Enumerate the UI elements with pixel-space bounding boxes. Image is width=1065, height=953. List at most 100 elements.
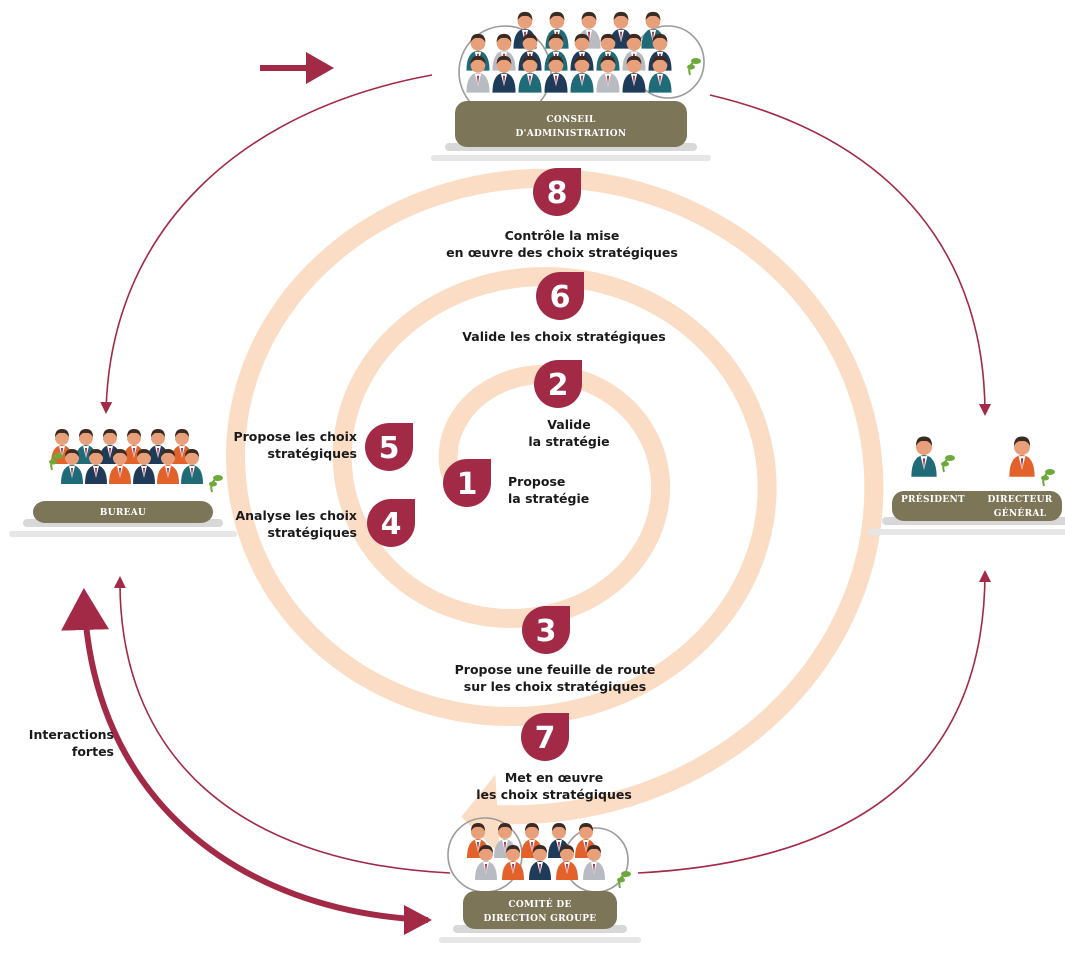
step-number: 4 (381, 507, 402, 542)
comite-label-line1: COMITÉ DE (508, 898, 571, 910)
directeur-figure (1009, 436, 1035, 477)
interactions-line1: Interactions (29, 727, 114, 742)
step-label-line2: la stratégie (508, 491, 589, 506)
step-label-line2: stratégiques (268, 446, 357, 461)
step-label-line2: stratégiques (268, 525, 357, 540)
comite-member (529, 845, 551, 880)
leaf-icon (49, 453, 63, 471)
president-plate (892, 491, 1062, 521)
spiral-arrowhead (461, 774, 501, 855)
bureau-member (61, 449, 83, 484)
conseil-member (544, 55, 568, 93)
arrow-entry-head-tip (306, 52, 334, 84)
conseil-member (648, 55, 672, 93)
group-bureau: BUREAU (9, 429, 237, 537)
conseil-member (577, 11, 601, 49)
comite-member (467, 823, 489, 858)
arrow-comite-to-bureau (113, 576, 451, 874)
group-comite: COMITÉ DE DIRECTION GROUPE (439, 817, 641, 943)
arrow-strong-interactions-head (404, 905, 432, 935)
step-number: 8 (547, 176, 568, 211)
conseil-member (622, 55, 646, 93)
leaf-icon (209, 475, 223, 493)
comite-plate (463, 891, 617, 929)
bureau-plate (33, 501, 213, 523)
step-label-line1: Analyse les choix (235, 508, 357, 523)
leaf-icon (1041, 469, 1055, 487)
interactions-label: Interactions fortes (29, 727, 114, 759)
bureau-shadow-2 (9, 531, 237, 537)
step-number: 2 (548, 368, 569, 403)
step-number: 6 (550, 280, 571, 315)
step-number: 7 (535, 721, 556, 756)
comite-member (556, 845, 578, 880)
step-4: 4 Analyse les choix stratégiques (235, 499, 415, 547)
conseil-member (518, 55, 542, 93)
interactions-line2: fortes (72, 744, 114, 759)
step-label-line1: Contrôle la mise (505, 228, 620, 243)
directeur-label-line1: DIRECTEUR (987, 495, 1052, 505)
arrow-comite-to-president (637, 570, 991, 874)
connector-arrows (61, 52, 991, 935)
step-badge (536, 272, 584, 320)
step-label-line1: Valide les choix stratégiques (462, 329, 665, 344)
step-label-line2: la stratégie (528, 434, 609, 449)
conseil-member (570, 55, 594, 93)
conseil-label-line1: CONSEIL (546, 115, 596, 125)
bureau-member (109, 449, 131, 484)
directeur-label-line2: GÉNÉRAL (994, 507, 1047, 519)
step-number: 3 (536, 614, 557, 649)
step-badge (367, 499, 415, 547)
step-label-line2: les choix stratégiques (476, 787, 632, 802)
president-figure (911, 436, 937, 477)
step-label-line1: Met en œuvre (505, 770, 603, 785)
conseil-member (492, 55, 516, 93)
arrow-conseil-to-president (709, 94, 991, 416)
step-label-line2: en œuvre des choix stratégiques (446, 245, 678, 260)
comite-label-line2: DIRECTION GROUPE (484, 914, 597, 924)
leaf-icon (617, 871, 631, 889)
comite-shadow-2 (439, 937, 641, 943)
step-label-line1: Propose une feuille de route (455, 662, 656, 677)
comite-member (475, 845, 497, 880)
conseil-shadow-2 (431, 155, 711, 161)
conseil-plate (455, 101, 687, 147)
step-badge (533, 168, 581, 216)
step-badge (521, 713, 569, 761)
leaf-icon (941, 455, 955, 473)
bureau-label: BUREAU (100, 508, 146, 518)
step-label-line2: sur les choix stratégiques (464, 679, 646, 694)
conseil-member (466, 55, 490, 93)
arrow-strong-interactions (61, 588, 429, 923)
spiral-path (225, 168, 884, 825)
leaf-icon (687, 58, 701, 76)
bureau-member (157, 449, 179, 484)
step-number: 1 (457, 467, 478, 502)
bureau-member (85, 449, 107, 484)
step-1: 1 Propose la stratégie (443, 459, 589, 507)
step-label-line1: Propose (508, 474, 565, 489)
step-badge (522, 606, 570, 654)
bureau-member (133, 449, 155, 484)
bureau-member (181, 449, 203, 484)
conseil-label-line2: D'ADMINISTRATION (516, 129, 627, 139)
strategy-spiral (225, 168, 884, 855)
step-badge (365, 423, 413, 471)
step-badge (534, 360, 582, 408)
comite-member (583, 845, 605, 880)
group-conseil: CONSEIL D'ADMINISTRATION (431, 11, 711, 161)
bureau-member (147, 429, 169, 464)
president-shadow-2 (868, 529, 1065, 535)
comite-member (502, 845, 524, 880)
step-badge (443, 459, 491, 507)
arrow-conseil-to-bureau (100, 74, 433, 414)
